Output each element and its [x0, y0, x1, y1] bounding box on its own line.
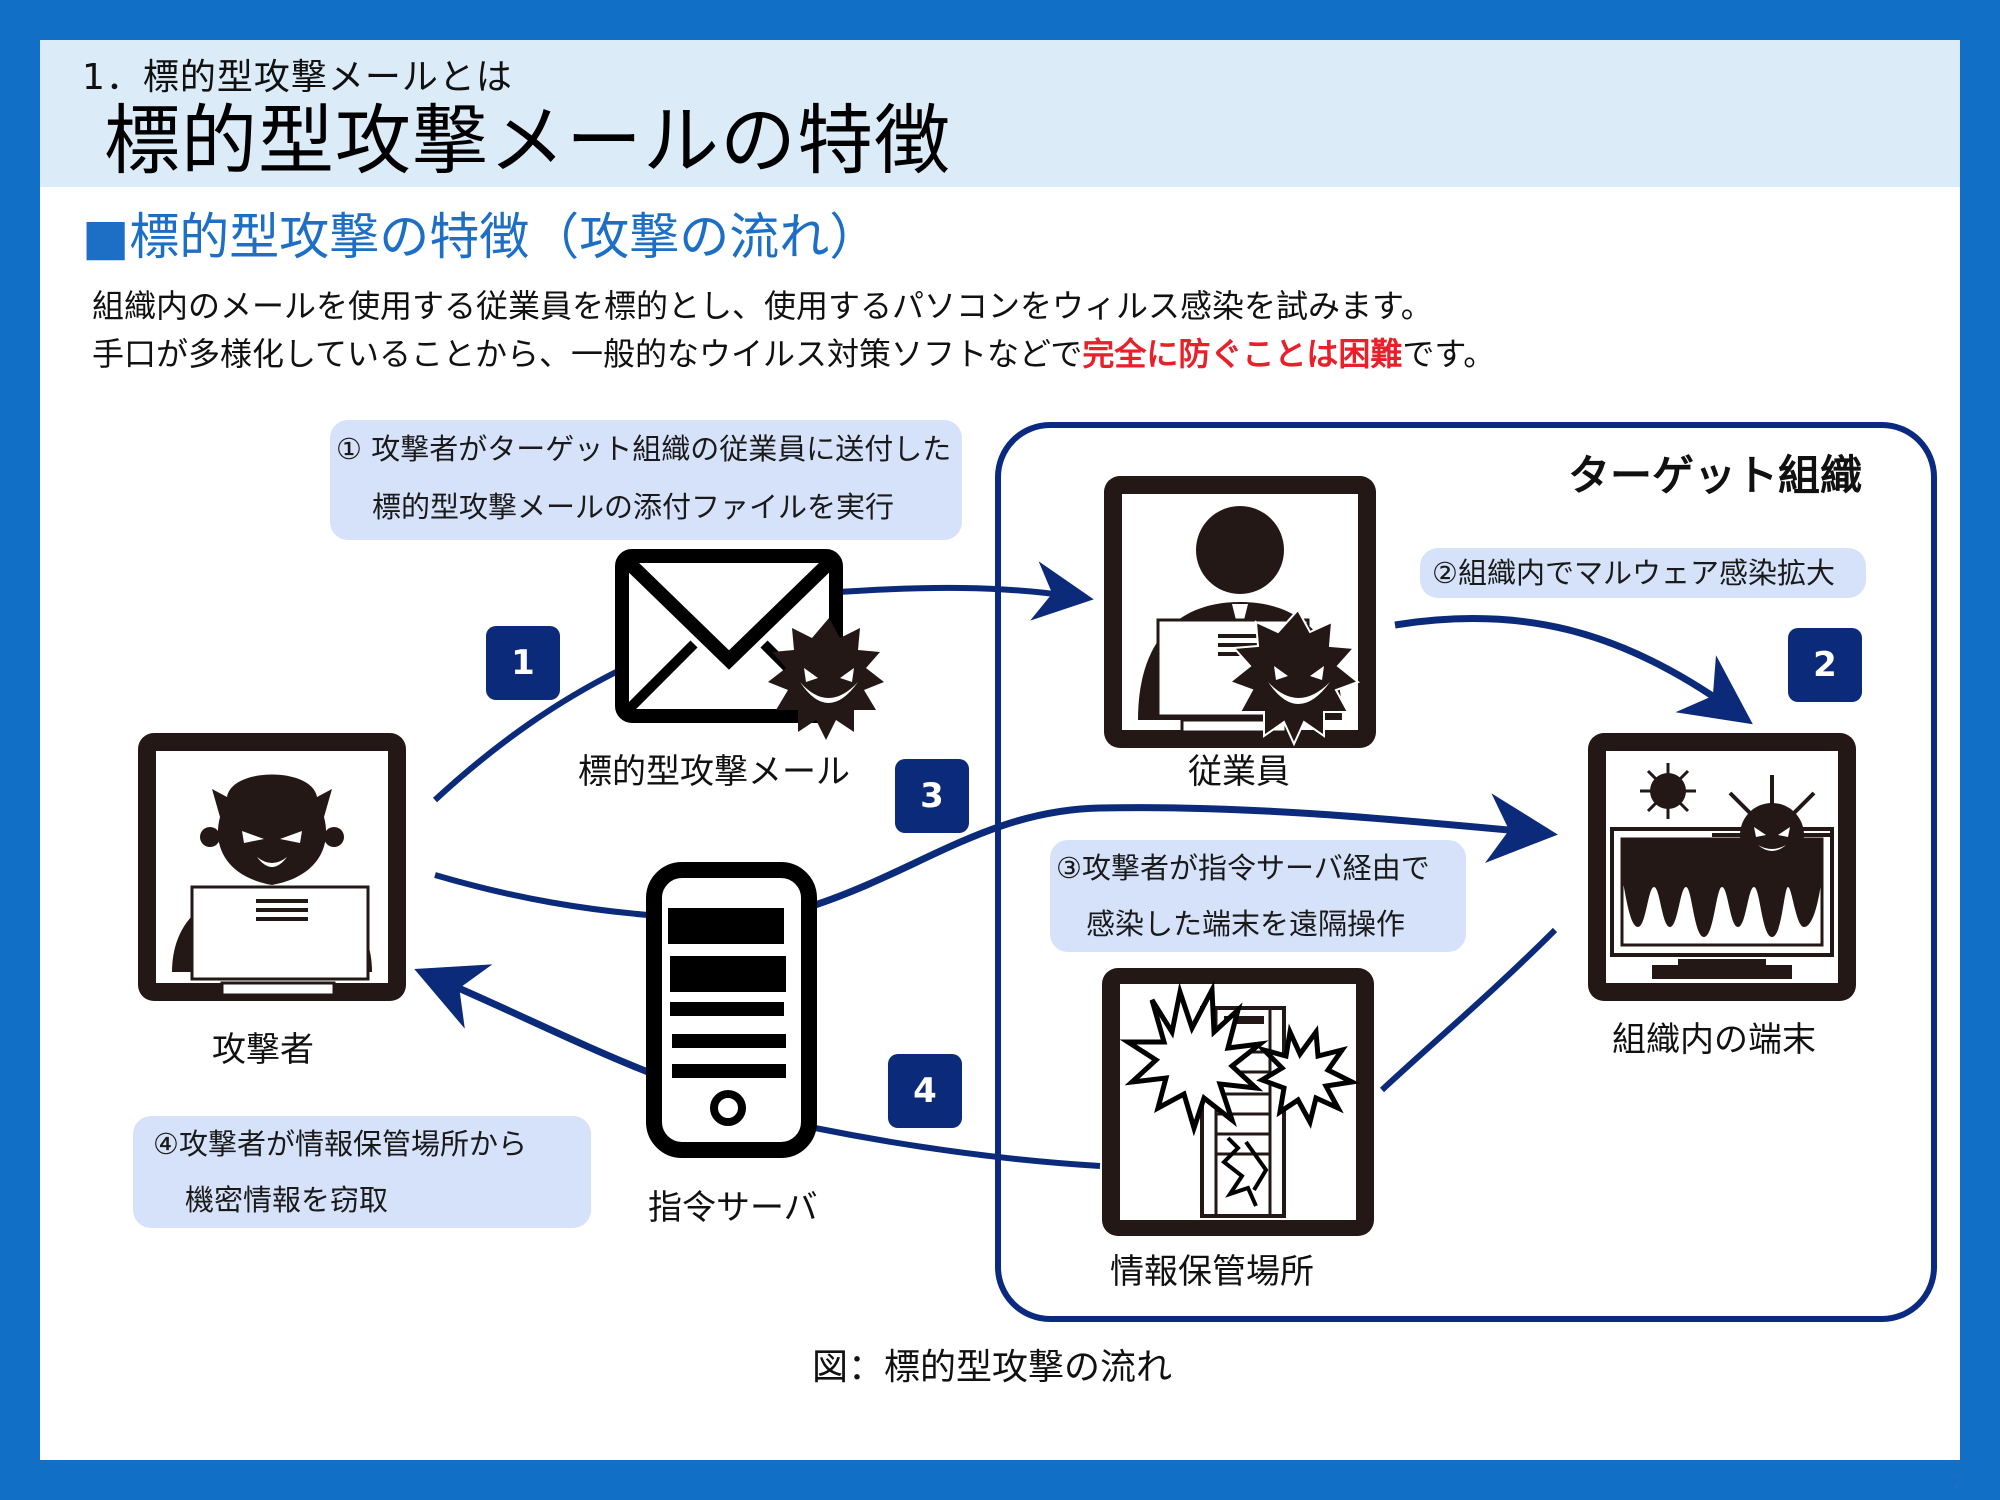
employee-icon	[1104, 476, 1376, 748]
arrow-terminal-to-storage	[1379, 927, 1558, 1093]
callout-step-1: ① 攻撃者がターゲット組織の従業員に送付した 標的型攻撃メールの添付ファイルを実…	[330, 420, 962, 540]
chapter-title: 1．標的型攻撃メールとは	[82, 57, 513, 98]
step-badge-2: 2	[1788, 628, 1862, 702]
callout-step-3-line-2: 感染した端末を遠隔操作	[1086, 907, 1406, 941]
step-badge-4: 4	[888, 1054, 962, 1128]
c2-server-label: 指令サーバ	[648, 1188, 818, 1228]
target-org-boundary	[995, 422, 1937, 1322]
callout-step-1-line-1: ① 攻撃者がターゲット組織の従業員に送付した	[336, 432, 952, 466]
body-text-emphasis: 完全に防ぐことは困難	[1082, 335, 1403, 373]
arrow-attacker-to-server	[434, 872, 649, 918]
attacker-icon	[138, 733, 406, 1001]
arrow-attacker-to-mail	[432, 667, 622, 803]
c2-server-icon	[646, 862, 817, 1158]
callout-step-2-line-1: ②組織内でマルウェア感染拡大	[1432, 556, 1835, 590]
body-text-prefix: 手口が多様化していることから、一般的なウイルス対策ソフトなどで	[92, 335, 1083, 373]
section-heading: ■標的型攻撃の特徴（攻撃の流れ）	[82, 208, 880, 266]
callout-step-1-line-2: 標的型攻撃メールの添付ファイルを実行	[372, 490, 895, 524]
body-text-line-2: 手口が多様化していることから、一般的なウイルス対策ソフトなどで完全に防ぐことは困…	[92, 332, 1495, 376]
callout-step-3-line-1: ③攻撃者が指令サーバ経由で	[1056, 851, 1430, 885]
employee-label: 従業員	[1188, 752, 1290, 792]
breached-storage-icon	[1102, 968, 1374, 1236]
malicious-mail-icon	[615, 549, 884, 740]
malware-face-icon	[1227, 608, 1361, 747]
callout-step-4-line-2: 機密情報を窃取	[185, 1183, 389, 1217]
body-text-line-1: 組織内のメールを使用する従業員を標的とし、使用するパソコンをウィルス感染を試みま…	[92, 287, 1433, 325]
arrow-employee-to-terminal	[1394, 614, 1753, 725]
virus-small-icon	[1640, 763, 1696, 819]
virus-large-icon	[1712, 775, 1832, 895]
arrow-mail-to-employee	[837, 561, 1094, 621]
malware-face-icon	[768, 618, 884, 740]
arrow-server-to-terminal	[813, 793, 1558, 909]
step-badge-1: 1	[486, 626, 560, 700]
callout-step-2: ②組織内でマルウェア感染拡大	[1420, 548, 1866, 598]
arrow-storage-to-server	[814, 1125, 1101, 1169]
target-org-title: ターゲット組織	[1568, 451, 1863, 500]
callout-step-4: ④攻撃者が情報保管場所から 機密情報を窃取	[133, 1116, 591, 1228]
attacker-label: 攻撃者	[212, 1030, 314, 1070]
terminal-label: 組織内の端末	[1612, 1020, 1816, 1060]
figure-caption: 図：標的型攻撃の流れ	[812, 1347, 1173, 1388]
infected-terminal-icon	[1588, 733, 1856, 1001]
body-text-suffix: です。	[1402, 335, 1496, 373]
step-badge-3: 3	[895, 759, 969, 833]
mail-label: 標的型攻撃メール	[578, 752, 850, 792]
storage-label: 情報保管場所	[1110, 1252, 1314, 1292]
header-band: 1．標的型攻撃メールとは 標的型攻撃メールの特徴	[40, 40, 1960, 187]
arrow-server-to-attacker	[414, 964, 650, 1076]
callout-step-4-line-1: ④攻撃者が情報保管場所から	[153, 1127, 527, 1161]
page-title: 標的型攻撃メールの特徴	[104, 96, 951, 185]
page-number: 2	[1952, 1472, 1964, 1493]
callout-step-3: ③攻撃者が指令サーバ経由で 感染した端末を遠隔操作	[1050, 840, 1466, 952]
